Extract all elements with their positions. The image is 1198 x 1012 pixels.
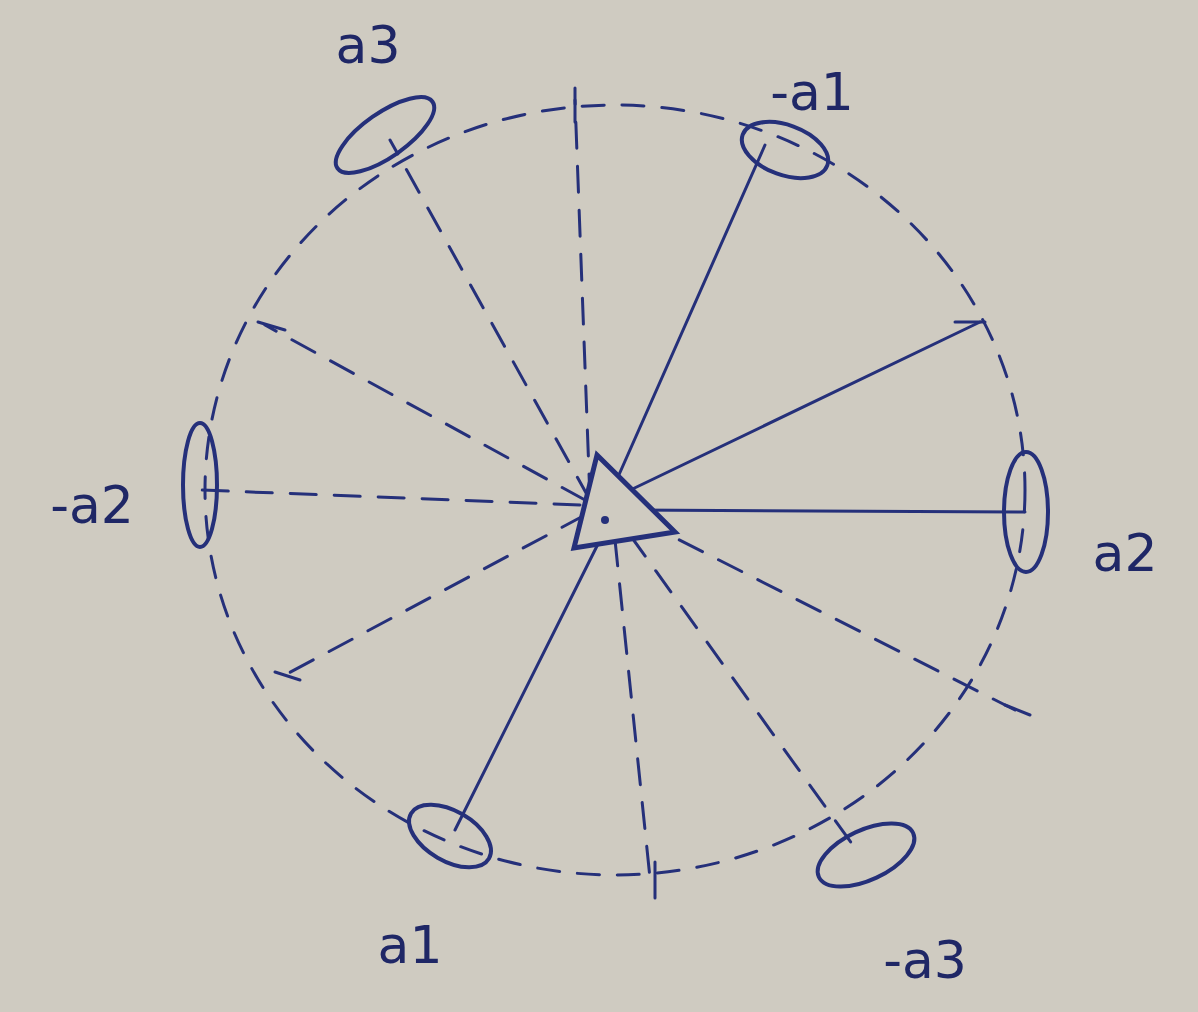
root-label: a1 (378, 919, 443, 971)
tick-marks (258, 88, 1030, 898)
root-label: -a2 (50, 479, 134, 531)
root-ellipses (183, 84, 1048, 900)
root-label: -a1 (770, 66, 854, 118)
dashed-circle (205, 105, 1025, 875)
root-label: -a3 (883, 934, 967, 986)
center-triangle (574, 455, 675, 548)
root-label: a2 (1093, 527, 1158, 579)
radial-lines (200, 100, 1025, 878)
root-label: a3 (336, 19, 401, 71)
